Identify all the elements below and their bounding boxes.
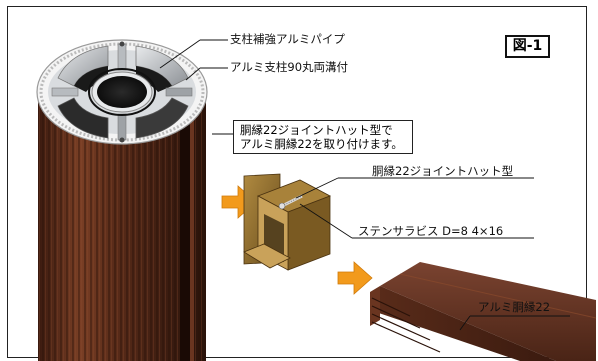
label-joint-hat: 胴縁22ジョイントハット型 — [372, 164, 514, 178]
label-rail: アルミ胴縁22 — [478, 300, 551, 314]
callout-box: 胴縁22ジョイントハット型で アルミ胴縁22を取り付けます。 — [233, 120, 413, 154]
label-screw: ステンサラビス D=8 4×16 — [358, 224, 504, 238]
leader-lines — [159, 39, 570, 331]
label-post-groove: アルミ支柱90丸両溝付 — [230, 60, 349, 74]
diagram-frame — [7, 6, 587, 358]
callout-line-1: 胴縁22ジョイントハット型で — [240, 123, 393, 137]
aluminum-rail — [370, 262, 597, 361]
label-reinforcement-pipe: 支柱補強アルミパイプ — [230, 32, 345, 46]
aluminum-post — [36, 39, 208, 361]
callout-line-2: アルミ胴縁22を取り付けます。 — [240, 137, 403, 151]
joint-hat-bracket — [243, 173, 331, 271]
figure-tag: 図-1 — [505, 35, 550, 58]
assembly-arrow-lower — [337, 261, 373, 295]
